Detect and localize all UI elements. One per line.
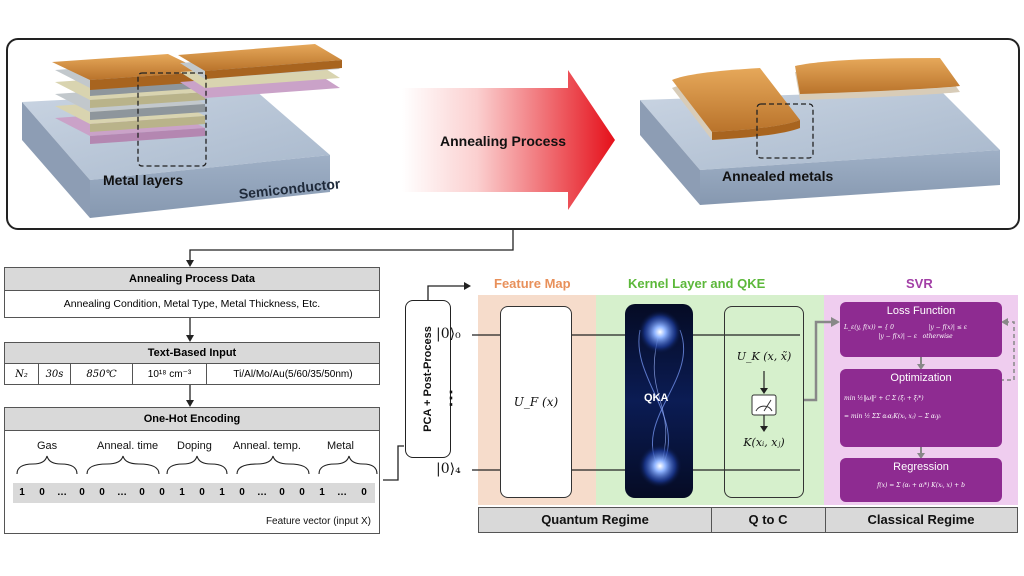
- bit: 1: [319, 487, 325, 498]
- text-based-input-box: Text-Based Input N₂ 30s 850℃ 10¹⁸ cm⁻³ T…: [4, 342, 380, 385]
- text-based-input-title: Text-Based Input: [5, 343, 379, 364]
- kernel-title: Kernel Layer and QKE: [628, 276, 766, 291]
- bit: 0: [299, 487, 305, 498]
- bit: 0: [361, 487, 367, 498]
- bit: 0: [239, 487, 245, 498]
- qubit-4-label: |0⟩₄: [436, 461, 461, 477]
- arrow-pca-to-circuit: [427, 285, 466, 300]
- one-hot-encoding-box: One-Hot Encoding Gas Anneal. time Doping…: [4, 407, 380, 534]
- qka-label: QKA: [644, 392, 669, 404]
- annealed-metal-right: [795, 58, 960, 100]
- feature-map-title: Feature Map: [494, 276, 571, 291]
- feature-vector-bits: 1 0 … 0 0 … 0 0 1 0 1 0 … 0 0 1 … 0: [13, 483, 375, 503]
- regression-box: Regression f(x) = Σ (αᵢ + αᵢ*) K(xᵢ, x) …: [840, 458, 1002, 502]
- qka-visual: [625, 304, 693, 498]
- svr-title: SVR: [906, 276, 933, 291]
- input-cell-time: 30s: [39, 364, 71, 385]
- arrow-onehot-to-pca: [383, 445, 404, 481]
- bit: 0: [279, 487, 285, 498]
- input-cell-doping: 10¹⁸ cm⁻³: [133, 364, 207, 385]
- group-label-doping: Doping: [177, 440, 212, 452]
- bit: 1: [19, 487, 25, 498]
- one-hot-encoding-title: One-Hot Encoding: [5, 408, 379, 431]
- input-cell-metal: Ti/Al/Mo/Au(5/60/35/50nm): [233, 369, 353, 380]
- metal-layers-highlight: [137, 72, 207, 167]
- annealing-process-data-title: Annealing Process Data: [5, 268, 379, 291]
- uf-gate-label: U_F (x): [513, 395, 559, 409]
- arrow-kernel-to-svr: [804, 320, 834, 402]
- bit: 0: [39, 487, 45, 498]
- optimization-title: Optimization: [890, 372, 952, 384]
- loss-function-box: Loss Function L_ε(y, f(x)) = { 0 |y − f(…: [840, 302, 1002, 357]
- qubit-0-label: |0⟩₀: [436, 326, 461, 342]
- regression-formula: f(x) = Σ (αᵢ + αᵢ*) K(xᵢ, x) + b: [877, 482, 965, 489]
- group-braces: [16, 455, 378, 475]
- bit: 0: [199, 487, 205, 498]
- loss-function-formula-2: |y − f(x)| − ε otherwise: [844, 333, 953, 340]
- uk-gate-label: U_K (x, x̃): [736, 350, 792, 363]
- annealed-metal-left: [672, 68, 800, 140]
- optimization-formula-1: min ½‖ω‖² + C Σ (ξᵢ + ξᵢ*): [844, 395, 924, 402]
- bit: 1: [219, 487, 225, 498]
- quantum-regime-label: Quantum Regime: [479, 508, 712, 532]
- metal-layers-label: Metal layers: [103, 172, 184, 188]
- bit: …: [337, 487, 347, 498]
- optimization-box: Optimization min ½‖ω‖² + C Σ (ξᵢ + ξᵢ*) …: [840, 369, 1002, 447]
- loss-function-formula-1: L_ε(y, f(x)) = { 0 |y − f(x)| ≤ ε: [844, 324, 967, 331]
- feature-map-gate: U_F (x): [500, 306, 572, 498]
- annealing-process-label: Annealing Process: [440, 133, 567, 149]
- pca-box: PCA + Post-Process: [405, 300, 451, 458]
- annealing-arrow: [402, 70, 615, 210]
- connector-top-to-data: [189, 230, 514, 262]
- metal-stack-right: [178, 44, 342, 98]
- annealed-metals-highlight: [756, 103, 814, 159]
- bit: 0: [99, 487, 105, 498]
- regime-bar: Quantum Regime Q to C Classical Regime: [478, 507, 1018, 533]
- annealed-metals-label: Annealed metals: [722, 168, 834, 184]
- optimization-formula-2: = min ½ ΣΣ αᵢαⱼK(xᵢ, xⱼ) − Σ αᵢyᵢ: [844, 413, 941, 420]
- bit: 0: [159, 487, 165, 498]
- bit: …: [57, 487, 67, 498]
- group-label-metal: Metal: [327, 440, 354, 452]
- annealing-process-data-description: Annealing Condition, Metal Type, Metal T…: [63, 298, 321, 310]
- bit: 0: [139, 487, 145, 498]
- text-based-input-row: N₂ 30s 850℃ 10¹⁸ cm⁻³ Ti/Al/Mo/Au(5/60/3…: [5, 364, 379, 385]
- bit: 0: [79, 487, 85, 498]
- kernel-output-label: K(xᵢ, xⱼ): [743, 436, 785, 449]
- regression-title: Regression: [893, 461, 949, 473]
- q-to-c-label: Q to C: [711, 508, 826, 532]
- qubit-dots: ⋮: [442, 388, 460, 408]
- loss-function-title: Loss Function: [886, 305, 956, 317]
- bit: 1: [179, 487, 185, 498]
- input-cell-gas: N₂: [5, 364, 39, 385]
- feature-vector-caption: Feature vector (input X): [265, 516, 371, 527]
- group-label-gas: Gas: [37, 440, 58, 452]
- group-label-anneal-time: Anneal. time: [97, 440, 159, 452]
- feedback-loop: [1000, 321, 1015, 381]
- bit: …: [117, 487, 127, 498]
- input-cell-temperature: 850℃: [71, 364, 133, 385]
- annealing-process-data-box: Annealing Process Data Annealing Conditi…: [4, 267, 380, 318]
- group-label-anneal-temp: Anneal. temp.: [233, 440, 301, 452]
- classical-regime-label: Classical Regime: [867, 512, 975, 527]
- pca-label: PCA + Post-Process: [422, 326, 434, 432]
- bit: …: [257, 487, 267, 498]
- kernel-gate: [724, 306, 804, 498]
